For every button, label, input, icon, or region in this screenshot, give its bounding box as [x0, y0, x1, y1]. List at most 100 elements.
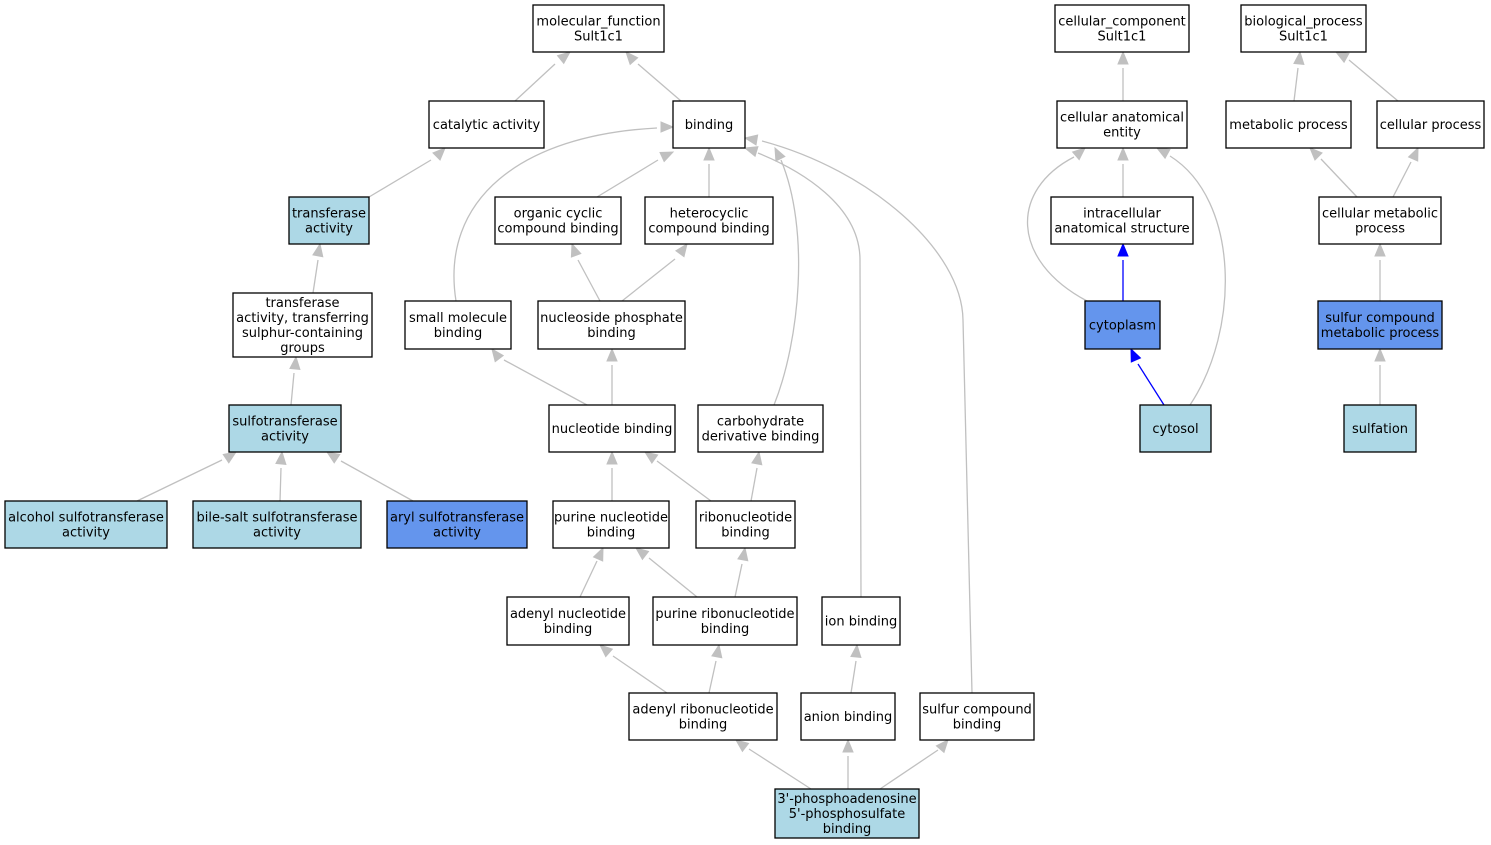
- edge-orgcyc-to-bind: [596, 151, 675, 198]
- arrowhead-icon: [842, 738, 854, 753]
- node-label-line: sulphur-containing: [242, 326, 363, 341]
- arrowhead-icon: [1334, 51, 1350, 64]
- go-term-node-cellproc[interactable]: cellular process: [1376, 100, 1485, 149]
- edge-line: [621, 258, 676, 302]
- go-term-node-sulfation[interactable]: sulfation: [1343, 404, 1417, 453]
- arrowhead-icon: [1309, 147, 1323, 161]
- node-box: [628, 692, 778, 741]
- node-label-line: alcohol sulfotransferase: [8, 511, 164, 526]
- arrowhead-icon: [1155, 147, 1171, 160]
- arrowhead-icon: [325, 451, 341, 464]
- node-box: [4, 500, 168, 549]
- node-box: [1054, 4, 1190, 53]
- node-label-line: activity: [261, 430, 309, 445]
- node-label-line: groups: [280, 341, 325, 356]
- edge-paps-to-sulfcomp: [879, 739, 949, 790]
- go-term-node-cat[interactable]: catalytic activity: [428, 100, 545, 149]
- node-label-line: binding: [823, 822, 871, 837]
- go-term-node-anion[interactable]: anion binding: [800, 692, 896, 741]
- arrowhead-icon: [599, 644, 614, 658]
- node-label-line: process: [1355, 222, 1405, 237]
- node-box: [494, 196, 622, 245]
- node-box: [1343, 404, 1417, 453]
- node-box: [228, 404, 342, 453]
- edge-line: [1320, 158, 1358, 198]
- go-term-node-bind[interactable]: binding: [672, 100, 746, 149]
- go-term-node-metab[interactable]: metabolic process: [1225, 100, 1352, 149]
- node-label-line: binding: [679, 718, 727, 733]
- edge-line: [1293, 67, 1299, 102]
- arrowhead-icon: [606, 347, 618, 362]
- edge-adenylribo-to-adenyl: [599, 644, 668, 694]
- edge-adenyl-to-purnuc: [579, 546, 604, 598]
- edge-line: [503, 359, 588, 406]
- node-box: [697, 404, 824, 453]
- node-box: [428, 100, 545, 149]
- arrowhead-icon: [774, 146, 786, 162]
- arrowhead-icon: [1071, 147, 1086, 161]
- node-label-line: cellular process: [1380, 118, 1482, 133]
- go-term-node-cyto[interactable]: cytoplasm: [1084, 300, 1161, 350]
- edge-smallmol-to-bind: [453, 121, 675, 302]
- edge-purnuc-to-nucbind: [606, 450, 618, 501]
- node-label-line: cytosol: [1152, 422, 1198, 437]
- edge-line: [750, 467, 758, 502]
- arrowhead-icon: [1293, 50, 1305, 65]
- node-box: [644, 196, 774, 245]
- edge-line: [279, 467, 282, 502]
- arrowhead-icon: [711, 643, 723, 659]
- node-label-line: biological_process: [1244, 15, 1363, 30]
- node-label-line: binding: [587, 526, 635, 541]
- node-box: [1084, 300, 1161, 350]
- edge-nucphos-to-orgcyc: [570, 242, 601, 302]
- edge-line: [577, 259, 601, 302]
- go-term-node-ion[interactable]: ion binding: [821, 596, 901, 646]
- arrowhead-icon: [659, 151, 675, 163]
- edge-cae-to-cc: [1117, 50, 1129, 101]
- go-term-node-paps[interactable]: 3'-phosphoadenosine5'-phosphosulfatebind…: [774, 788, 920, 839]
- arrowhead-icon: [1117, 50, 1129, 65]
- edge-line: [340, 460, 414, 502]
- node-box: [1317, 300, 1443, 350]
- edge-bind-to-mf: [625, 51, 682, 102]
- edge-cellproc-to-bp: [1334, 51, 1399, 102]
- edge-nucphos-to-hetcyc: [621, 242, 688, 302]
- node-box: [672, 100, 746, 149]
- arrowhead-icon: [743, 134, 759, 146]
- arrowhead-icon: [1117, 146, 1129, 161]
- node-label-line: entity: [1103, 126, 1141, 141]
- arrowhead-icon: [634, 547, 650, 561]
- node-box: [548, 404, 676, 453]
- node-label-line: sulfotransferase: [232, 415, 337, 430]
- go-term-node-nucbind[interactable]: nucleotide binding: [548, 404, 676, 453]
- node-box: [537, 300, 686, 350]
- arrowhead-icon: [625, 51, 639, 66]
- edge-carb-to-bind: [773, 146, 800, 406]
- node-label-line: compound binding: [497, 222, 618, 237]
- go-term-node-cytosol[interactable]: cytosol: [1139, 404, 1212, 453]
